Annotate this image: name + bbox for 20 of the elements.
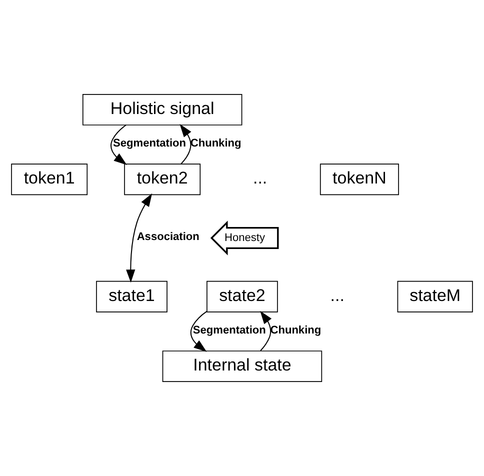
node-box: state1 xyxy=(96,280,168,312)
node-box: state2 xyxy=(206,280,278,312)
edge-label: Segmentation xyxy=(113,138,186,150)
arrow xyxy=(110,124,127,165)
node-box: token2 xyxy=(124,164,201,196)
node-box: tokenN xyxy=(320,164,399,196)
label: ... xyxy=(252,168,268,188)
arrow xyxy=(190,311,207,352)
node-box: Holistic signal xyxy=(82,94,242,126)
edge-label: Association xyxy=(136,231,200,244)
label: Honesty xyxy=(224,232,265,244)
edge-label: Chunking xyxy=(190,138,242,150)
label: ... xyxy=(330,286,344,305)
node-box: token1 xyxy=(11,164,88,196)
node-box: stateM xyxy=(397,280,473,312)
edge-label: Segmentation xyxy=(192,324,266,337)
node-box: Internal state xyxy=(162,350,322,382)
arrow xyxy=(180,124,192,164)
arrow xyxy=(126,193,152,283)
arrow xyxy=(260,310,272,352)
